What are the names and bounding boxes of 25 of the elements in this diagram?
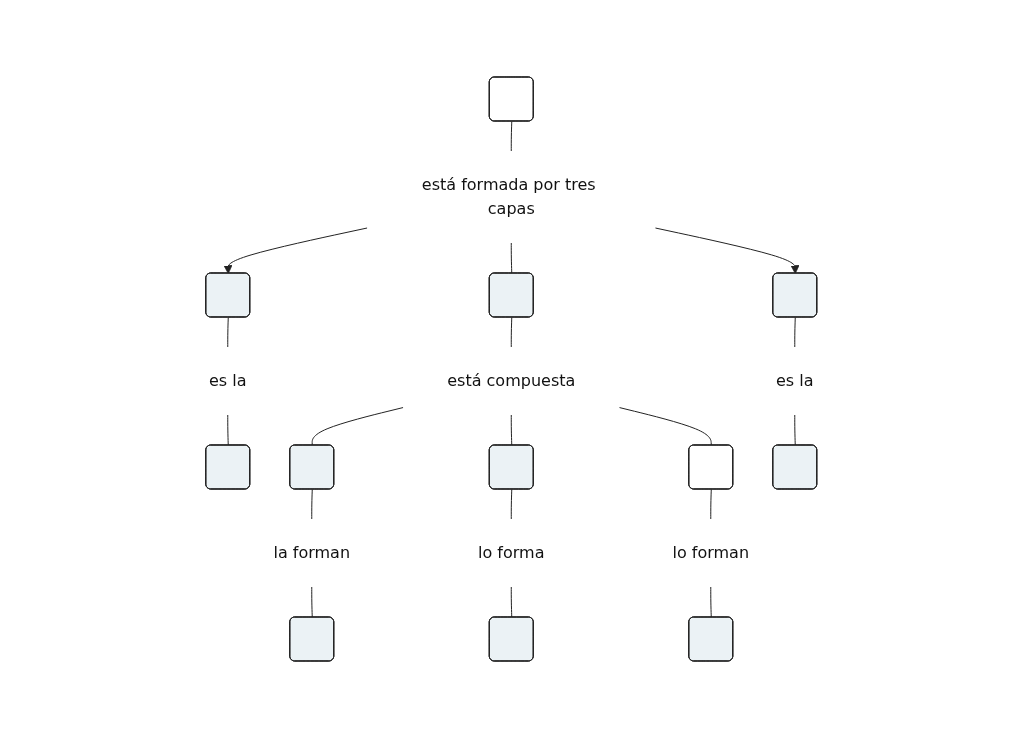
- connector: [311, 489, 313, 520]
- connector: [510, 242, 512, 274]
- connector: [311, 586, 313, 618]
- node-text: lo forma: [477, 542, 545, 562]
- connector: [618, 407, 712, 446]
- connector: [311, 407, 404, 446]
- connector: [227, 414, 229, 446]
- node-text: está formada por tres capas: [421, 175, 596, 218]
- connector: [510, 121, 512, 152]
- connector: [510, 317, 512, 348]
- connector: [710, 489, 712, 520]
- arrow: [223, 227, 368, 274]
- connector: [710, 586, 712, 618]
- node-text: la forman: [273, 542, 350, 562]
- node-text: está compuesta: [446, 370, 576, 390]
- node-text: es la: [775, 370, 814, 390]
- connector: [510, 489, 512, 520]
- node-text: es la: [208, 370, 247, 390]
- connector: [227, 317, 229, 348]
- arrow: [654, 227, 800, 274]
- connector: [510, 414, 512, 446]
- connector: [794, 414, 796, 446]
- connector: [510, 586, 512, 618]
- node-text: lo forman: [672, 542, 749, 562]
- connector: [794, 317, 796, 348]
